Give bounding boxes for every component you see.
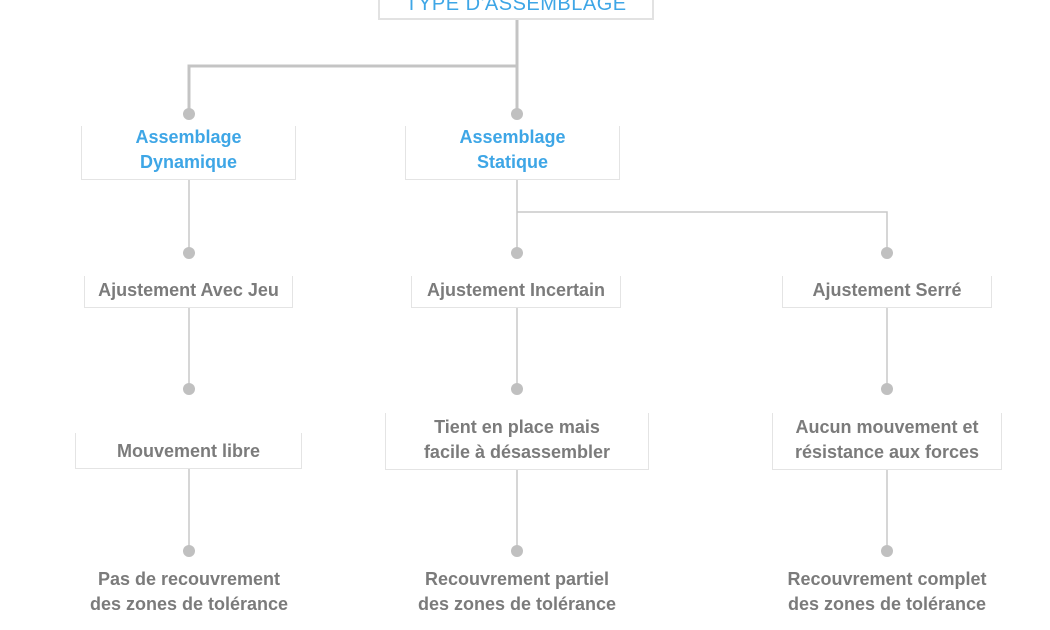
- node-mouvement-libre: Mouvement libre: [75, 433, 302, 469]
- node-line: Tient en place mais: [434, 417, 600, 437]
- dot: [511, 545, 523, 557]
- dot: [881, 545, 893, 557]
- dot: [183, 383, 195, 395]
- connector-statique: [516, 180, 888, 253]
- node-recouvrement-complet: Recouvrement complet des zones de toléra…: [762, 567, 1012, 619]
- dot: [881, 247, 893, 259]
- connector-root: [187, 18, 519, 114]
- node-ajustement-serre: Ajustement Serré: [782, 276, 992, 308]
- dot: [511, 108, 523, 120]
- dot: [511, 383, 523, 395]
- node-line: des zones de tolérance: [787, 594, 987, 614]
- node-line: Pas de recouvrement: [97, 569, 281, 589]
- node-line: Assemblage: [459, 127, 566, 147]
- node-pas-de-recouvrement: Pas de recouvrement des zones de toléran…: [64, 567, 314, 619]
- node-line: Dynamique: [139, 152, 238, 172]
- node-ajustement-avec-jeu: Ajustement Avec Jeu: [84, 276, 293, 308]
- node-line: Assemblage: [135, 127, 242, 147]
- dot: [183, 545, 195, 557]
- node-line: Statique: [476, 152, 548, 172]
- node-line: Ajustement Incertain: [426, 280, 606, 300]
- node-assemblage-dynamique: Assemblage Dynamique: [81, 126, 296, 180]
- node-tient-en-place: Tient en place mais facile à désassemble…: [385, 413, 649, 470]
- dot: [183, 108, 195, 120]
- node-ajustement-incertain: Ajustement Incertain: [411, 276, 621, 308]
- node-line: facile à désassembler: [423, 442, 611, 462]
- node-line: Aucun mouvement et: [795, 417, 979, 437]
- dot: [183, 247, 195, 259]
- node-line: Ajustement Avec Jeu: [98, 280, 279, 300]
- node-line: Ajustement Serré: [812, 280, 962, 300]
- node-line: des zones de tolérance: [417, 594, 617, 614]
- node-line: Mouvement libre: [116, 441, 261, 461]
- node-line: des zones de tolérance: [89, 594, 289, 614]
- node-assemblage-statique: Assemblage Statique: [405, 126, 620, 180]
- dot: [881, 383, 893, 395]
- diagram-title: TYPE D'ASSEMBLAGE: [378, 0, 654, 20]
- node-line: Recouvrement partiel: [424, 569, 610, 589]
- node-aucun-mouvement: Aucun mouvement et résistance aux forces: [772, 413, 1002, 470]
- node-recouvrement-partiel: Recouvrement partiel des zones de toléra…: [392, 567, 642, 619]
- node-line: résistance aux forces: [794, 442, 980, 462]
- node-line: Recouvrement complet: [787, 569, 987, 589]
- dot: [511, 247, 523, 259]
